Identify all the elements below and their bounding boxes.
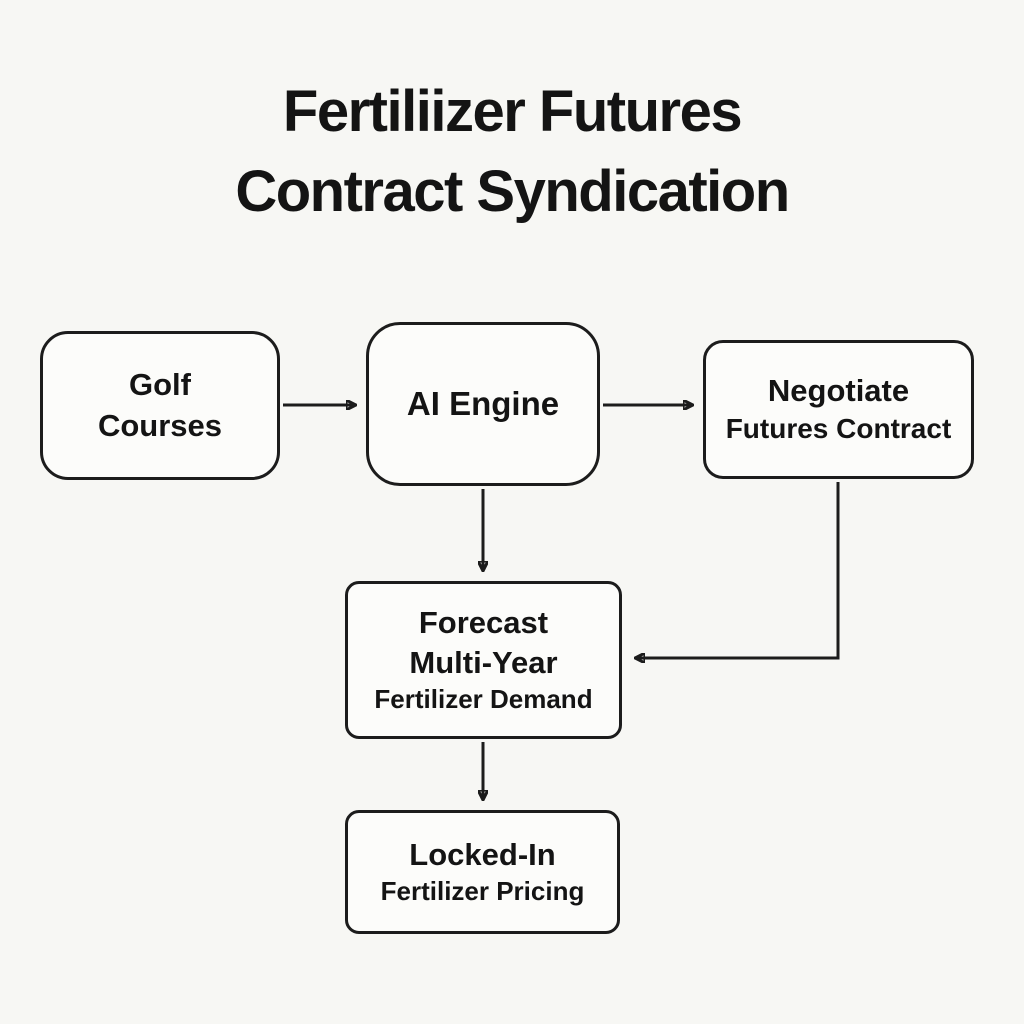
node-ai-engine-label: AI Engine xyxy=(406,384,560,422)
node-forecast-demand: Forecast Multi-Year Fertilizer Demand xyxy=(345,581,622,739)
node-negotiate-line1: Negotiate xyxy=(767,373,910,409)
node-negotiate-futures-contract: Negotiate Futures Contract xyxy=(703,340,974,479)
node-locked-in-pricing: Locked-In Fertilizer Pricing xyxy=(345,810,620,934)
diagram-title: Fertiliizer Futures Contract Syndication xyxy=(0,72,1024,232)
diagram-title-line1: Fertiliizer Futures xyxy=(282,79,743,144)
node-locked-in-line2: Fertilizer Pricing xyxy=(380,876,585,907)
node-forecast-line1: Forecast xyxy=(418,604,549,640)
node-forecast-line2: Multi-Year xyxy=(409,645,558,681)
node-forecast-line3: Fertilizer Demand xyxy=(374,684,593,715)
diagram-title-line2: Contract Syndication xyxy=(235,159,790,225)
node-negotiate-line2: Futures Contract xyxy=(725,413,952,445)
node-golf-courses-line2: Courses xyxy=(97,407,223,443)
node-ai-engine: AI Engine xyxy=(366,322,600,486)
node-golf-courses: Golf Courses xyxy=(40,331,280,480)
arrow-negotiate-to-forecast xyxy=(636,482,840,658)
node-golf-courses-line1: Golf xyxy=(129,367,191,403)
node-locked-in-line1: Locked-In xyxy=(409,836,556,872)
